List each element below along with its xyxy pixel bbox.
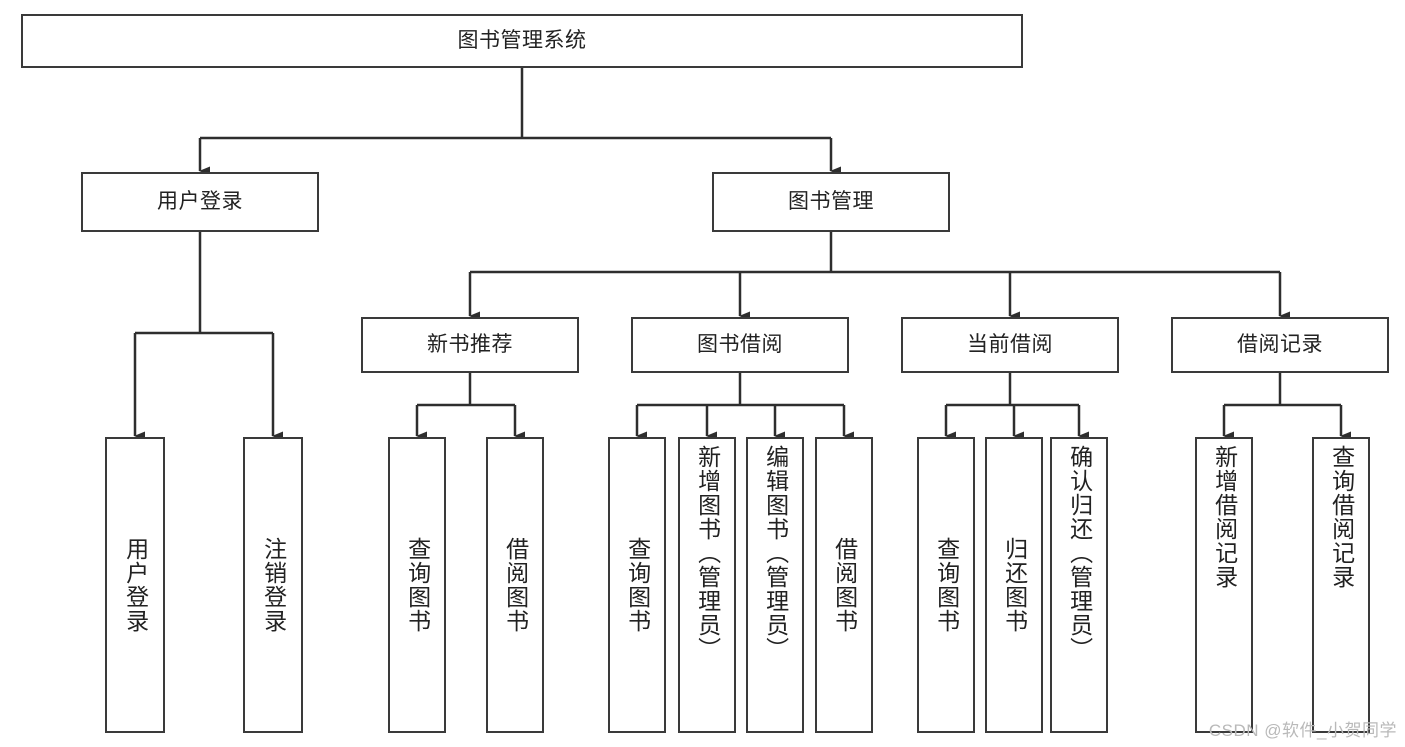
node-label: 用户登录 — [157, 190, 243, 214]
node-label: 当前借阅 — [967, 333, 1053, 357]
node-leaf-borrow-edit-book[interactable]: 编辑图书（管理员） — [746, 437, 804, 733]
node-leaf-rec-query-book[interactable]: 查询图书 — [388, 437, 446, 733]
node-new-book-rec[interactable]: 新书推荐 — [361, 317, 579, 373]
node-book-manage[interactable]: 图书管理 — [712, 172, 950, 232]
node-book-borrow[interactable]: 图书借阅 — [631, 317, 849, 373]
node-label: 编辑图书（管理员） — [762, 445, 789, 661]
node-leaf-cur-query-book[interactable]: 查询图书 — [917, 437, 975, 733]
watermark-text: CSDN @软件_小贺同学 — [1208, 721, 1397, 740]
node-label: 借阅图书 — [831, 537, 858, 633]
node-current-borrow[interactable]: 当前借阅 — [901, 317, 1119, 373]
node-label: 新增图书（管理员） — [694, 445, 721, 661]
node-user-login[interactable]: 用户登录 — [81, 172, 319, 232]
node-label: 用户登录 — [122, 537, 149, 633]
node-label: 新书推荐 — [427, 333, 513, 357]
node-leaf-user-login[interactable]: 用户登录 — [105, 437, 165, 733]
node-label: 查询借阅记录 — [1328, 445, 1355, 589]
node-leaf-rec-borrow-book[interactable]: 借阅图书 — [486, 437, 544, 733]
node-leaf-rec-query-record[interactable]: 查询借阅记录 — [1312, 437, 1370, 733]
node-label: 图书管理 — [788, 190, 874, 214]
node-leaf-borrow-add-book[interactable]: 新增图书（管理员） — [678, 437, 736, 733]
node-label: 查询图书 — [624, 537, 651, 633]
node-root[interactable]: 图书管理系统 — [21, 14, 1023, 68]
node-label: 确认归还（管理员） — [1066, 445, 1093, 661]
node-label: 注销登录 — [260, 537, 287, 633]
node-label: 图书借阅 — [697, 333, 783, 357]
node-leaf-borrow-borrow-book[interactable]: 借阅图书 — [815, 437, 873, 733]
node-label: 查询图书 — [404, 537, 431, 633]
node-label: 归还图书 — [1001, 537, 1028, 633]
node-label: 新增借阅记录 — [1211, 445, 1238, 589]
node-label: 查询图书 — [933, 537, 960, 633]
node-leaf-cur-confirm-return[interactable]: 确认归还（管理员） — [1050, 437, 1108, 733]
node-label: 借阅图书 — [502, 537, 529, 633]
node-leaf-cur-return-book[interactable]: 归还图书 — [985, 437, 1043, 733]
node-leaf-rec-add-record[interactable]: 新增借阅记录 — [1195, 437, 1253, 733]
node-label: 图书管理系统 — [457, 29, 587, 53]
edges — [133, 68, 1351, 441]
node-leaf-user-logout[interactable]: 注销登录 — [243, 437, 303, 733]
node-leaf-borrow-query-book[interactable]: 查询图书 — [608, 437, 666, 733]
node-borrow-record[interactable]: 借阅记录 — [1171, 317, 1389, 373]
node-label: 借阅记录 — [1237, 333, 1323, 357]
